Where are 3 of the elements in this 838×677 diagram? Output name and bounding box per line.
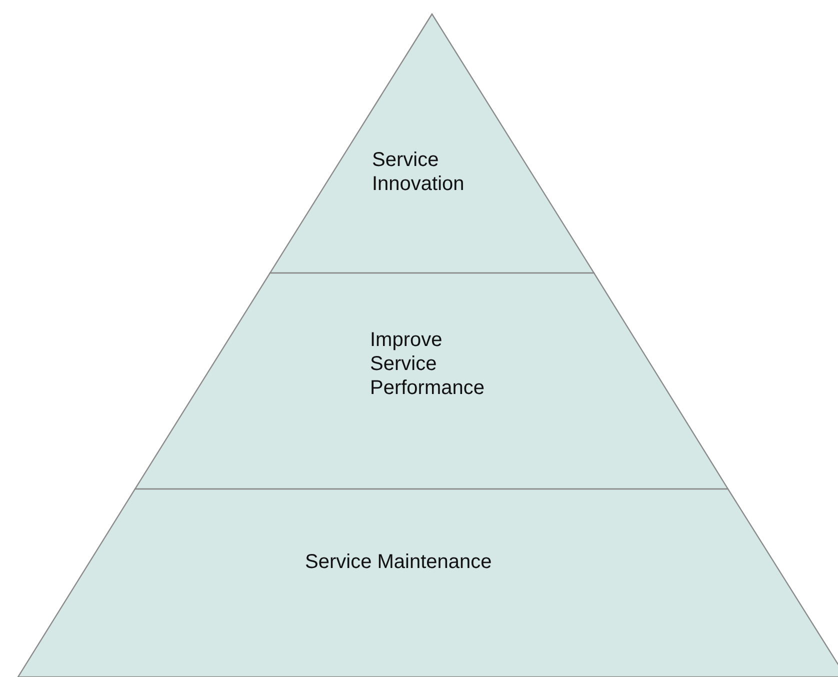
tier-label: Service Innovation: [372, 148, 466, 196]
tier-label: Service Maintenance: [305, 550, 493, 574]
tier-label: Improve Service Performance: [370, 328, 486, 400]
